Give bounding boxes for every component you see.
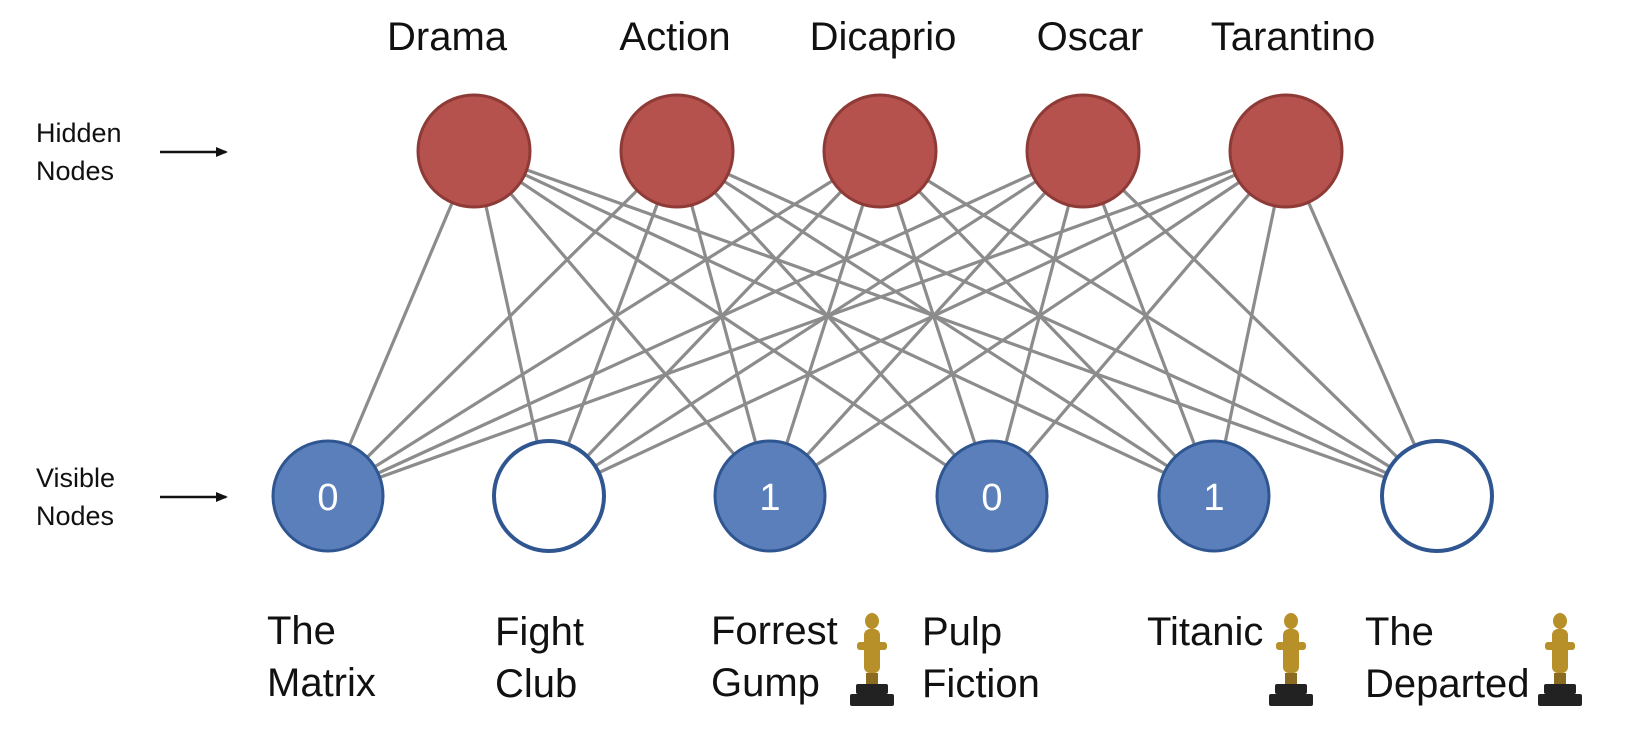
movie-label-fight-club-line-2: Club <box>495 662 577 706</box>
edge-h5-v5 <box>1223 203 1277 445</box>
edge-h5-v1 <box>377 167 1236 480</box>
edge-h3-v2 <box>584 188 844 459</box>
visible-node-the-departed <box>1380 439 1494 553</box>
hidden-node-drama <box>416 93 532 209</box>
edge-h4-v5 <box>1100 200 1197 448</box>
oscar-statuette-icon <box>1538 613 1582 706</box>
edge-h5-v6 <box>1306 199 1418 449</box>
visible-node-forrest-gump: 1 <box>713 439 827 553</box>
edge-h4-v4 <box>1003 202 1071 446</box>
visible-node-value: 0 <box>981 477 1002 519</box>
hidden-node-labels: Drama Action Dicaprio Oscar Tarantino <box>387 15 1375 59</box>
edge-h2-v5 <box>721 178 1171 469</box>
edge-h4-v1 <box>375 171 1035 476</box>
movie-label-the-matrix-line-2: Matrix <box>267 661 376 705</box>
visible-node-value: 1 <box>1203 477 1224 519</box>
visible-caption-line-1: Visible <box>36 463 115 493</box>
movie-label-titanic: Titanic <box>1147 610 1263 654</box>
edge-h3-v3 <box>784 201 866 446</box>
edge-h5-v2 <box>596 172 1238 475</box>
hidden-nodes <box>416 93 1344 209</box>
movie-label-pulp-fiction-line-2: Fiction <box>922 662 1040 706</box>
hidden-label-action: Action <box>619 15 730 59</box>
visible-nodes: 0 1 0 1 <box>271 439 1494 553</box>
hidden-caption-line-2: Nodes <box>36 156 114 186</box>
edge-h3-v1 <box>372 178 836 470</box>
connection-edges <box>347 167 1418 480</box>
edge-h4-v2 <box>592 178 1039 469</box>
visible-node-pulp-fiction: 0 <box>935 439 1049 553</box>
visible-node-value: 0 <box>317 477 338 519</box>
movie-labels: The Matrix Fight Club Forrest Gump Pulp … <box>267 609 1530 706</box>
edge-h1-v1 <box>347 200 455 448</box>
hidden-node-action <box>619 93 735 209</box>
edge-h3-v6 <box>925 178 1393 470</box>
oscar-statuette-icon <box>850 613 894 706</box>
edge-h3-v4 <box>895 201 978 447</box>
hidden-label-drama: Drama <box>387 15 508 59</box>
hidden-label-tarantino: Tarantino <box>1211 15 1376 59</box>
movie-label-forrest-gump-line-2: Gump <box>711 661 820 705</box>
edge-h3-v5 <box>916 188 1179 460</box>
visible-caption-line-2: Nodes <box>36 501 114 531</box>
visible-node-titanic: 1 <box>1157 439 1271 553</box>
edge-h2-v4 <box>712 189 958 458</box>
edge-h4-v3 <box>804 189 1048 458</box>
movie-label-fight-club-line-1: Fight <box>495 610 584 654</box>
edge-h1-v2 <box>483 203 540 445</box>
visible-node-fight-club <box>492 439 606 553</box>
edge-h1-v3 <box>507 190 737 457</box>
hidden-node-dicaprio <box>822 93 938 209</box>
movie-label-the-matrix-line-1: The <box>267 609 336 653</box>
visible-node-value: 1 <box>759 477 780 519</box>
edge-h1-v4 <box>518 179 949 468</box>
movie-label-the-departed-line-2: Departed <box>1365 662 1530 706</box>
hidden-caption-line-1: Hidden <box>36 118 122 148</box>
edge-h5-v3 <box>813 179 1242 468</box>
hidden-node-oscar <box>1025 93 1141 209</box>
edge-h2-v2 <box>565 201 660 447</box>
edge-h1-v6 <box>524 167 1388 480</box>
oscar-icons <box>850 613 1582 706</box>
visible-nodes-caption: Visible Nodes <box>36 463 228 531</box>
movie-label-the-departed-line-1: The <box>1365 610 1434 654</box>
movie-label-pulp-fiction-line-1: Pulp <box>922 610 1002 654</box>
edge-h2-v6 <box>725 171 1390 476</box>
hidden-label-oscar: Oscar <box>1037 15 1144 59</box>
visible-node-the-matrix: 0 <box>271 439 385 553</box>
edge-h1-v5 <box>522 172 1167 476</box>
edge-h2-v1 <box>364 187 640 460</box>
edge-h5-v4 <box>1025 191 1253 457</box>
edge-h4-v6 <box>1120 187 1401 461</box>
hidden-node-tarantino <box>1228 93 1344 209</box>
hidden-label-dicaprio: Dicaprio <box>810 15 957 59</box>
oscar-statuette-icon <box>1269 613 1313 706</box>
movie-label-forrest-gump-line-1: Forrest <box>711 609 838 653</box>
hidden-nodes-caption: Hidden Nodes <box>36 118 228 186</box>
